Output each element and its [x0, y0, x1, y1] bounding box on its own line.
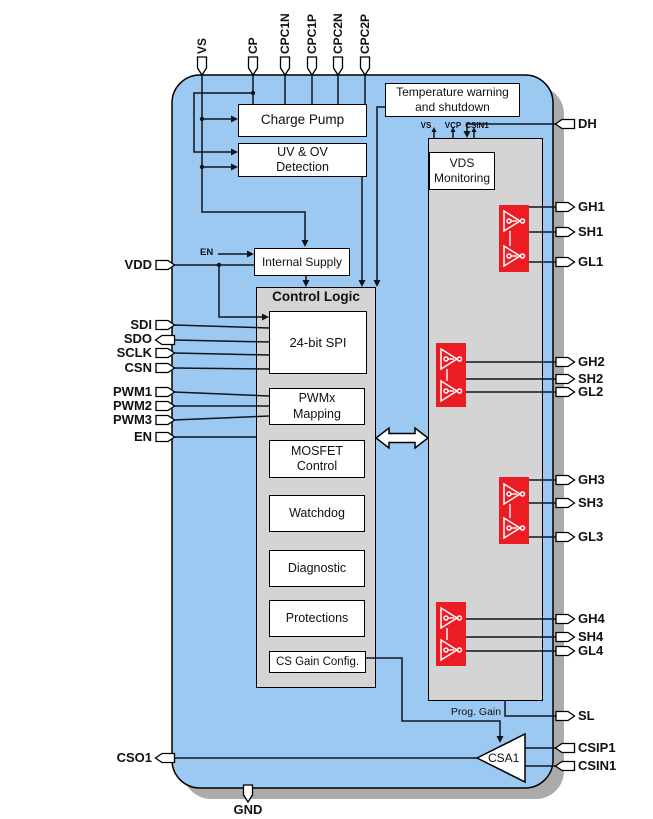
pin-label-gl4: GL4 [578, 643, 604, 658]
pin-label-gl2: GL2 [578, 384, 604, 399]
pin-label-cpc2n: CPC2N [331, 13, 345, 54]
pin-label-csip1: CSIP1 [578, 740, 616, 755]
pin-label-gnd: GND [233, 802, 263, 817]
pin-label-dh: DH [578, 116, 597, 131]
driver-csin1-annotation: CSIN1 [465, 121, 489, 130]
pin-label-gh3: GH3 [578, 472, 605, 487]
temperature-warning-box: Temperature warning and shutdown [385, 83, 520, 117]
pin-label-cp: CP [246, 37, 260, 54]
pin-label-sclk: SCLK [116, 345, 152, 360]
pin-label-en: EN [133, 429, 152, 444]
gate-driver-block [428, 138, 543, 701]
charge-pump-box: Charge Pump [238, 104, 367, 137]
pin-label-csin1: CSIN1 [578, 758, 617, 773]
spi-box: 24-bit SPI [269, 311, 367, 374]
pin-label-pwm1: PWM1 [113, 384, 152, 399]
watchdog-box: Watchdog [269, 495, 365, 532]
csa1-label: CSA1 [488, 751, 520, 765]
pin-label-sh4: SH4 [578, 629, 604, 644]
pin-label-gl1: GL1 [578, 254, 604, 269]
pin-label-vs: VS [195, 37, 209, 54]
pin-label-cso1: CSO1 [116, 750, 152, 765]
driver-vcp-annotation: VCP [444, 121, 462, 130]
vds-monitoring-box: VDS Monitoring [429, 152, 495, 190]
pin-label-gh1: GH1 [578, 199, 605, 214]
pin-label-cpc2p: CPC2P [358, 13, 372, 54]
mosfet-control-box: MOSFET Control [269, 440, 365, 478]
pin-label-gh4: GH4 [578, 611, 605, 626]
pin-label-cpc1n: CPC1N [278, 13, 292, 54]
en-annotation: EN [200, 247, 214, 258]
pin-label-csn: CSN [124, 360, 152, 375]
pin-label-pwm3: PWM3 [113, 412, 152, 427]
pin-label-pwm2: PWM2 [113, 398, 152, 413]
cs-gain-config-box: CS Gain Config. [269, 651, 366, 673]
driver-vs-annotation: VS [420, 121, 432, 130]
prog-gain-annotation: Prog. Gain [450, 706, 502, 718]
pin-label-sdo: SDO [123, 331, 152, 346]
pin-label-sdi: SDI [130, 317, 152, 332]
pin-label-sh3: SH3 [578, 495, 604, 510]
control-logic-title: Control Logic [272, 289, 360, 304]
pin-label-cpc1p: CPC1P [305, 13, 319, 54]
pin-label-vdd: VDD [124, 257, 152, 272]
pin-label-gh2: GH2 [578, 354, 605, 369]
protections-box: Protections [269, 600, 365, 637]
diagnostic-box: Diagnostic [269, 550, 365, 587]
internal-supply-box: Internal Supply [254, 248, 350, 276]
uv-ov-detection-box: UV & OV Detection [238, 143, 367, 177]
pwm-mapping-box: PWMx Mapping [269, 388, 365, 425]
pin-label-sh2: SH2 [578, 371, 604, 386]
pin-label-sh1: SH1 [578, 224, 604, 239]
pin-label-sl: SL [578, 708, 595, 723]
pin-label-gl3: GL3 [578, 529, 604, 544]
